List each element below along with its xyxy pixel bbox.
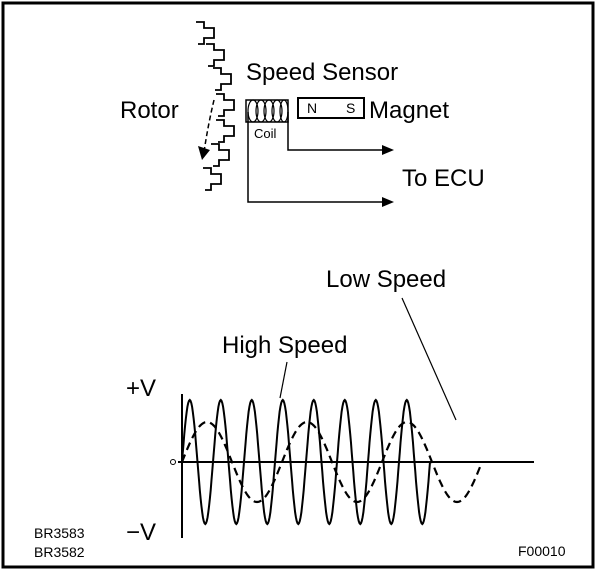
- low-speed-waveform: [180, 420, 484, 504]
- rotation-arrow: [198, 99, 215, 160]
- low-speed-leader: [401, 297, 457, 421]
- rotor-tooth-profile: [196, 21, 235, 191]
- figure-code-f00010: F00010: [518, 543, 566, 559]
- minus-v-label: −V: [126, 519, 156, 546]
- to-ecu-label: To ECU: [402, 165, 485, 192]
- ecu-wires: [247, 112, 386, 203]
- magnet: [297, 97, 365, 119]
- figure-code-br3583: BR3583: [34, 525, 85, 541]
- magnet-label: Magnet: [369, 97, 449, 124]
- magnet-south-label: S: [346, 100, 355, 116]
- figure-code-br3582: BR3582: [34, 544, 85, 560]
- diagram-frame: [1, 1, 595, 569]
- rotor-teeth: [196, 21, 235, 191]
- plus-v-label: +V: [126, 375, 156, 402]
- wire-arrow-top: [382, 145, 394, 155]
- rotor-label: Rotor: [120, 97, 179, 124]
- waveform-axes: [178, 394, 534, 538]
- coil-label: Coil: [254, 126, 277, 141]
- speed-sensor-label: Speed Sensor: [246, 59, 398, 86]
- high-speed-label: High Speed: [222, 332, 347, 359]
- high-speed-leader: [279, 361, 288, 399]
- low-speed-label: Low Speed: [326, 266, 446, 293]
- wire-arrow-bottom: [382, 197, 394, 207]
- coil: [245, 99, 289, 123]
- zero-marker: [170, 459, 176, 465]
- high-speed-waveform: [181, 398, 431, 526]
- magnet-north-label: N: [307, 100, 317, 116]
